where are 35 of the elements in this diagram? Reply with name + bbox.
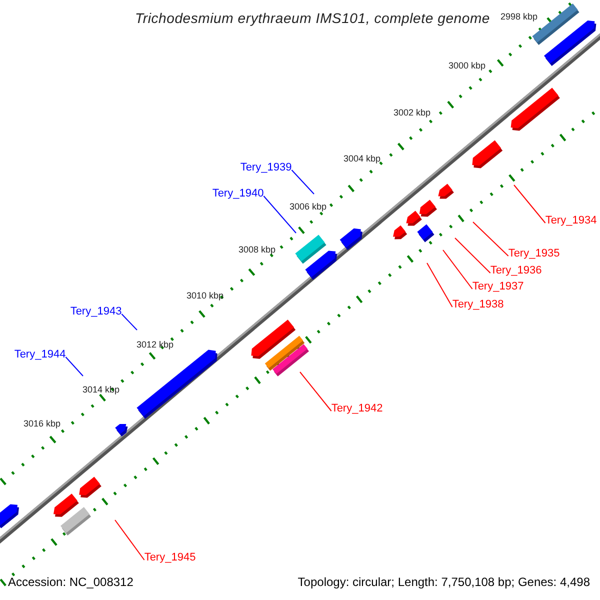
gene-label: Tery_1938 [452,300,504,310]
leader-line [121,314,138,330]
scale-label: 3010 kbp [186,292,224,300]
gene-label: Tery_1935 [508,248,560,260]
map-info: Accession: NC_008312 [8,576,134,588]
scale-label: 2998 kbp [500,12,538,22]
gene-label: Tery_1943 [70,306,122,318]
leader-line [263,196,296,234]
scale-label: 3008 kbp [238,246,276,254]
leader-line [472,222,509,256]
gene-label: Tery_1939 [240,162,292,174]
leader-line [454,238,491,274]
leader-line [300,372,332,412]
gene-label: Tery_1940 [212,188,264,200]
leader-line [291,170,314,194]
gene-label: Tery_1934 [545,216,597,226]
scale-label: 3000 kbp [448,62,486,70]
leader-line [65,356,84,376]
scale-label: 3006 kbp [289,202,327,212]
gene-label: Tery_1944 [14,350,66,360]
gene-label: Tery_1942 [331,404,383,414]
scale-label: 3012 kbp [136,340,174,350]
map-title: Trichodesmium erythraeum IMS101, complete genome [135,9,490,28]
leader-line [442,250,473,290]
scale-label: 3004 kbp [343,154,381,164]
leader-line [514,184,546,224]
leader-line [114,520,145,560]
gene-label: Tery_1937 [472,282,524,292]
map-info: Topology: circular; Length: 7,750,108 bp; Genes: 4,498 [298,576,590,588]
gene-label: Tery_1936 [490,266,542,276]
leader-line [426,262,453,308]
gene-label: Tery_1945 [144,552,196,564]
scale-label: 3014 kbp [82,386,120,394]
scale-label: 3002 kbp [393,108,431,118]
scale-label: 3016 kbp [23,420,61,428]
